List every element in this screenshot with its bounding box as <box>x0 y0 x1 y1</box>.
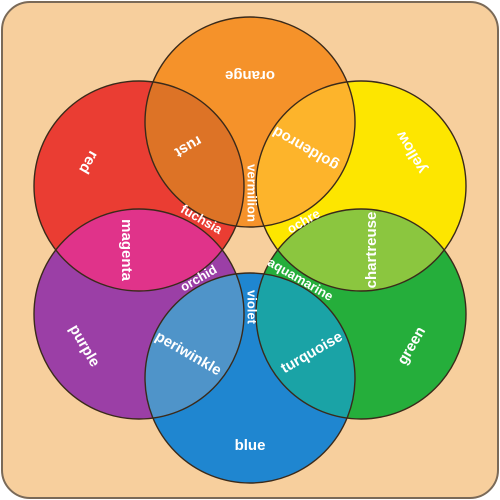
label-magenta: magenta <box>118 219 135 281</box>
label-chartreuse: chartreuse <box>363 212 380 289</box>
region-chartreuse <box>256 209 466 291</box>
region-rust <box>145 81 244 227</box>
region-goldenrod <box>256 81 355 227</box>
region-turquoise <box>256 273 355 419</box>
label-violet: violet <box>245 290 260 325</box>
label-orange: orange <box>225 67 275 84</box>
circle-outlines <box>33 16 467 484</box>
label-vermilion: vermilion <box>245 164 260 222</box>
label-blue: blue <box>235 437 266 454</box>
region-magenta <box>34 209 244 291</box>
region-periwinkle <box>145 273 244 419</box>
